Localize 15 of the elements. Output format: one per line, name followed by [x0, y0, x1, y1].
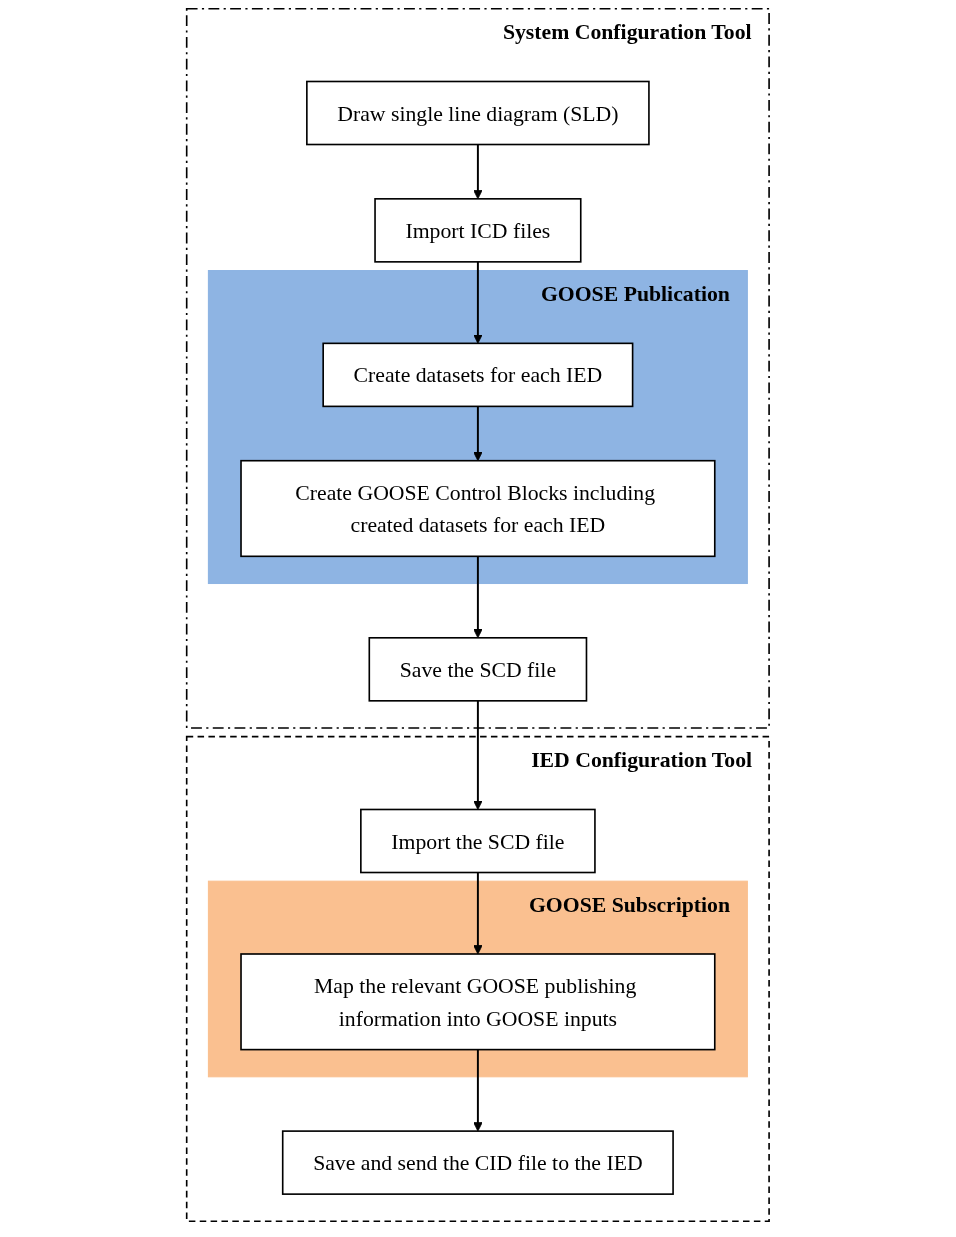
arrow: [473, 405, 483, 462]
node-box: Create datasets for each IED: [322, 342, 634, 408]
node-box: Import the SCD file: [360, 808, 596, 874]
node-box: Create GOOSE Control Blocks including created datasets for each IED: [240, 459, 716, 558]
arrow: [473, 143, 483, 200]
arrow: [473, 260, 483, 344]
node-box: Save and send the CID file to the IED: [282, 1130, 674, 1195]
arrow: [473, 1048, 483, 1132]
node-box: Import ICD files: [374, 198, 582, 263]
arrow: [473, 871, 483, 955]
arrow: [473, 699, 483, 810]
node-box: Draw single line diagram (SLD): [306, 80, 650, 146]
arrow: [473, 555, 483, 639]
node-box: Map the relevant GOOSE publishing information into GOOSE inputs: [240, 953, 716, 1051]
node-box: Save the SCD file: [368, 637, 588, 702]
